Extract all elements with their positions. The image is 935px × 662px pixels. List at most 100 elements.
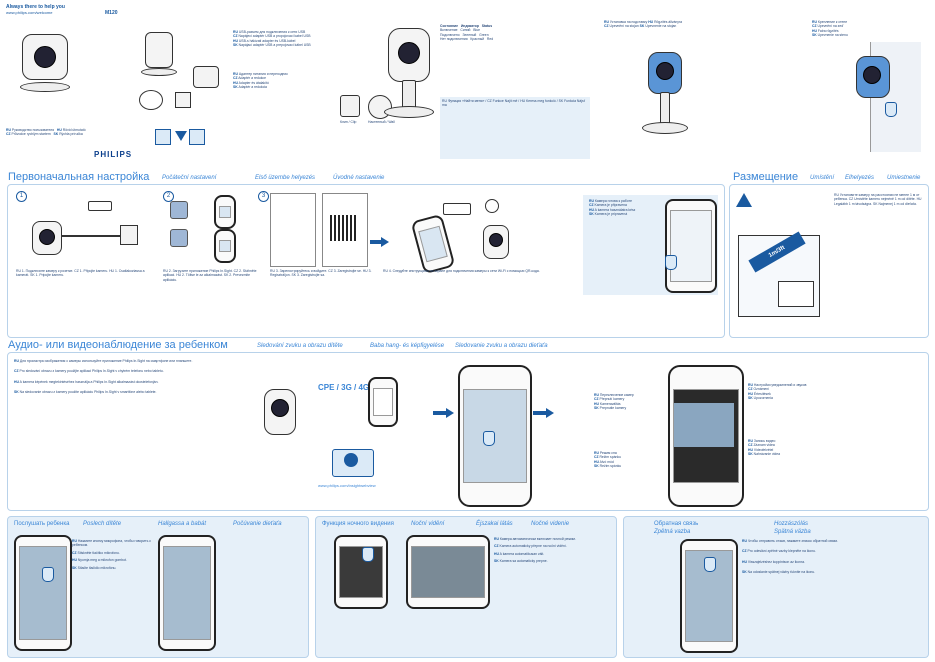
brand-website[interactable]: www.philips.com/welcome bbox=[6, 10, 53, 15]
placement-panel: 1m/3ft RU Установите камеру на расстояни… bbox=[729, 184, 929, 338]
camera-lens bbox=[34, 46, 56, 68]
setup-subtitle-cz: Počáteční nastavení bbox=[162, 175, 217, 181]
listen-phone-2 bbox=[158, 535, 216, 651]
box-contents-list-2: RU Адаптер питания и переходник CZ Adapt… bbox=[233, 72, 288, 90]
step-2-badge: 2 bbox=[163, 191, 174, 202]
setup-done-hand-icon bbox=[665, 255, 677, 270]
setup-subtitle-sk: Úvodné nastavenie bbox=[333, 175, 385, 181]
step-2-text: RU 2. Загрузите приложение Philips In.Si… bbox=[163, 269, 257, 282]
globe-icon bbox=[485, 199, 499, 213]
step1-camera-lens bbox=[39, 229, 55, 245]
accessories-illustration bbox=[135, 30, 230, 120]
usb-cable-icon bbox=[139, 90, 163, 110]
placement-title: Размещение bbox=[733, 171, 799, 183]
camera-blue-head bbox=[648, 52, 682, 94]
stand-camera-icon bbox=[145, 32, 173, 68]
mount-wall-illustration bbox=[830, 42, 925, 162]
feedback-panel-sub-cz: Zpětná vazba bbox=[654, 529, 691, 535]
night-vision-panel: Функция ночного видения Noční vidění Éjs… bbox=[315, 516, 617, 658]
night-panel-title: Функция ночного видения bbox=[322, 521, 394, 527]
step4-camera-lens bbox=[489, 233, 503, 247]
model-number: M120 bbox=[105, 10, 118, 16]
mount-wall-title: RU Крепление к стене CZ Upevnění na zeď … bbox=[812, 20, 848, 38]
camera-neck bbox=[402, 80, 416, 108]
step2-phone-2 bbox=[214, 229, 236, 263]
sleep-mode-labels: RU Режим сна CZ Režim spánku HU Alvó mód… bbox=[594, 451, 622, 469]
step4-phone bbox=[410, 213, 456, 275]
listen-panel: Послушать ребенка Poslech dítěte Hallgas… bbox=[7, 516, 309, 658]
night-hand-icon bbox=[362, 547, 374, 562]
monitor-small-phone bbox=[368, 377, 398, 427]
monitoring-network-illustration: CPE / 3G / 4G www.philips.com/insightweb… bbox=[258, 369, 433, 499]
camera-stand bbox=[20, 82, 70, 92]
monitoring-panel: RU Для просмотра изображения с камеры ис… bbox=[7, 352, 929, 511]
feedback-panel: Обратная связь Zpětná vazba Hozzászólás … bbox=[623, 516, 929, 658]
listen-phone-1 bbox=[14, 535, 72, 651]
warning-icon bbox=[736, 193, 752, 207]
camera-switch-labels: RU Переключение камер CZ Přepnutí kamery… bbox=[594, 393, 634, 411]
mount-label-clip: Клип / Clip bbox=[340, 120, 357, 124]
night-panel-sub-hu: Éjszakai látás bbox=[476, 521, 513, 527]
wall-mount-icon bbox=[193, 66, 219, 88]
feedback-text: RU Чтобы отправить отзыв, нажмите значок… bbox=[742, 539, 839, 575]
box-contents-list: RU USB-разъем для подключения к сети USB… bbox=[233, 30, 311, 48]
placement-subtitle-sk: Umiestnenie bbox=[887, 175, 921, 181]
qr-code-icon bbox=[330, 215, 356, 241]
setup-title: Первоначальная настройка bbox=[8, 171, 150, 183]
camera-base-large bbox=[384, 106, 434, 118]
feedback-hand-icon bbox=[704, 557, 716, 572]
listen-text: RU Нажмите кнопку микрофона, чтобы говор… bbox=[72, 539, 151, 570]
step-2-illustration bbox=[168, 195, 253, 265]
step-3-illustration bbox=[270, 193, 370, 267]
mount-label-wall: Настенный / Wall bbox=[368, 120, 395, 124]
listen-panel-title: Послушать ребенка bbox=[14, 521, 70, 527]
feedback-panel-sub-hu: Hozzászólás bbox=[774, 521, 809, 527]
step1-cable bbox=[62, 235, 122, 237]
adapter-icon bbox=[175, 92, 191, 108]
google-play-icon[interactable] bbox=[170, 229, 188, 247]
listen-panel-sub-cz: Poslech dítěte bbox=[83, 521, 122, 527]
camera-blue-lens bbox=[656, 62, 674, 80]
monitor-camera-lens bbox=[271, 399, 289, 417]
monitor-phone-hand-icon bbox=[483, 431, 495, 446]
box-open-icon bbox=[189, 129, 205, 145]
camera-callout-illustration bbox=[378, 20, 438, 135]
arrow-down-icon bbox=[175, 131, 187, 141]
night-phone-2 bbox=[406, 535, 490, 609]
monitor-large-phone bbox=[458, 365, 532, 507]
monitor-arrow-line-2 bbox=[533, 411, 547, 415]
status-table: Состояние Индикатор Status Включение Син… bbox=[440, 24, 494, 42]
step1-router-icon bbox=[88, 201, 112, 211]
listen-panel-sub-hu: Hallgassa a babát bbox=[158, 521, 207, 527]
feedback-panel-sub-sk: Spätná väzba bbox=[774, 529, 811, 535]
room-illustration: 1m/3ft bbox=[738, 215, 828, 325]
setup-done-phone bbox=[665, 199, 717, 293]
web-url[interactable]: www.philips.com/insightwebview bbox=[318, 483, 376, 488]
cartons-icons bbox=[155, 125, 205, 155]
step-1-text: RU 1. Подключите камеру к розетке. CZ 1.… bbox=[16, 269, 145, 278]
step-4-text: RU 4. Следуйте инструкциям на экране для… bbox=[383, 269, 540, 273]
step4-router-icon bbox=[443, 203, 471, 215]
monitoring-paragraphs: RU Для просмотра изображения с камеры ис… bbox=[14, 359, 193, 395]
quickstart-langs: RU Руководство пользователя HU Rövid útm… bbox=[6, 128, 86, 137]
step3-screen-1 bbox=[270, 193, 316, 267]
night-text: RU Камера автоматически включает ночной … bbox=[494, 537, 576, 564]
app-video-feed bbox=[674, 403, 734, 447]
monitor-arrow-line-1 bbox=[433, 411, 447, 415]
setup-subtitle-hu: Első üzembe helyezés bbox=[255, 175, 316, 181]
brand-header: Always there to help you www.philips.com… bbox=[6, 4, 86, 15]
setup-arrow-icon bbox=[381, 237, 389, 247]
step-1-badge: 1 bbox=[16, 191, 27, 202]
night-panel-sub-sk: Nočné videnie bbox=[531, 521, 570, 527]
listen-panel-sub-sk: Počúvanie dieťaťa bbox=[233, 521, 282, 527]
stand-base-icon bbox=[141, 68, 177, 76]
step-3-text: RU 3. Зарегистрируйтесь и войдите. CZ 3.… bbox=[270, 269, 372, 278]
night-phone-1 bbox=[334, 535, 388, 609]
feedback-phone-1 bbox=[680, 539, 738, 653]
placement-subtitle-hu: Elhelyezés bbox=[845, 175, 875, 181]
monitoring-title: Аудио- или видеонаблюдение за ребенком bbox=[8, 339, 228, 351]
wall-hand-icon bbox=[885, 102, 897, 117]
step-3-badge: 3 bbox=[258, 191, 269, 202]
clip-icon bbox=[340, 95, 360, 117]
app-store-icon[interactable] bbox=[170, 201, 188, 219]
